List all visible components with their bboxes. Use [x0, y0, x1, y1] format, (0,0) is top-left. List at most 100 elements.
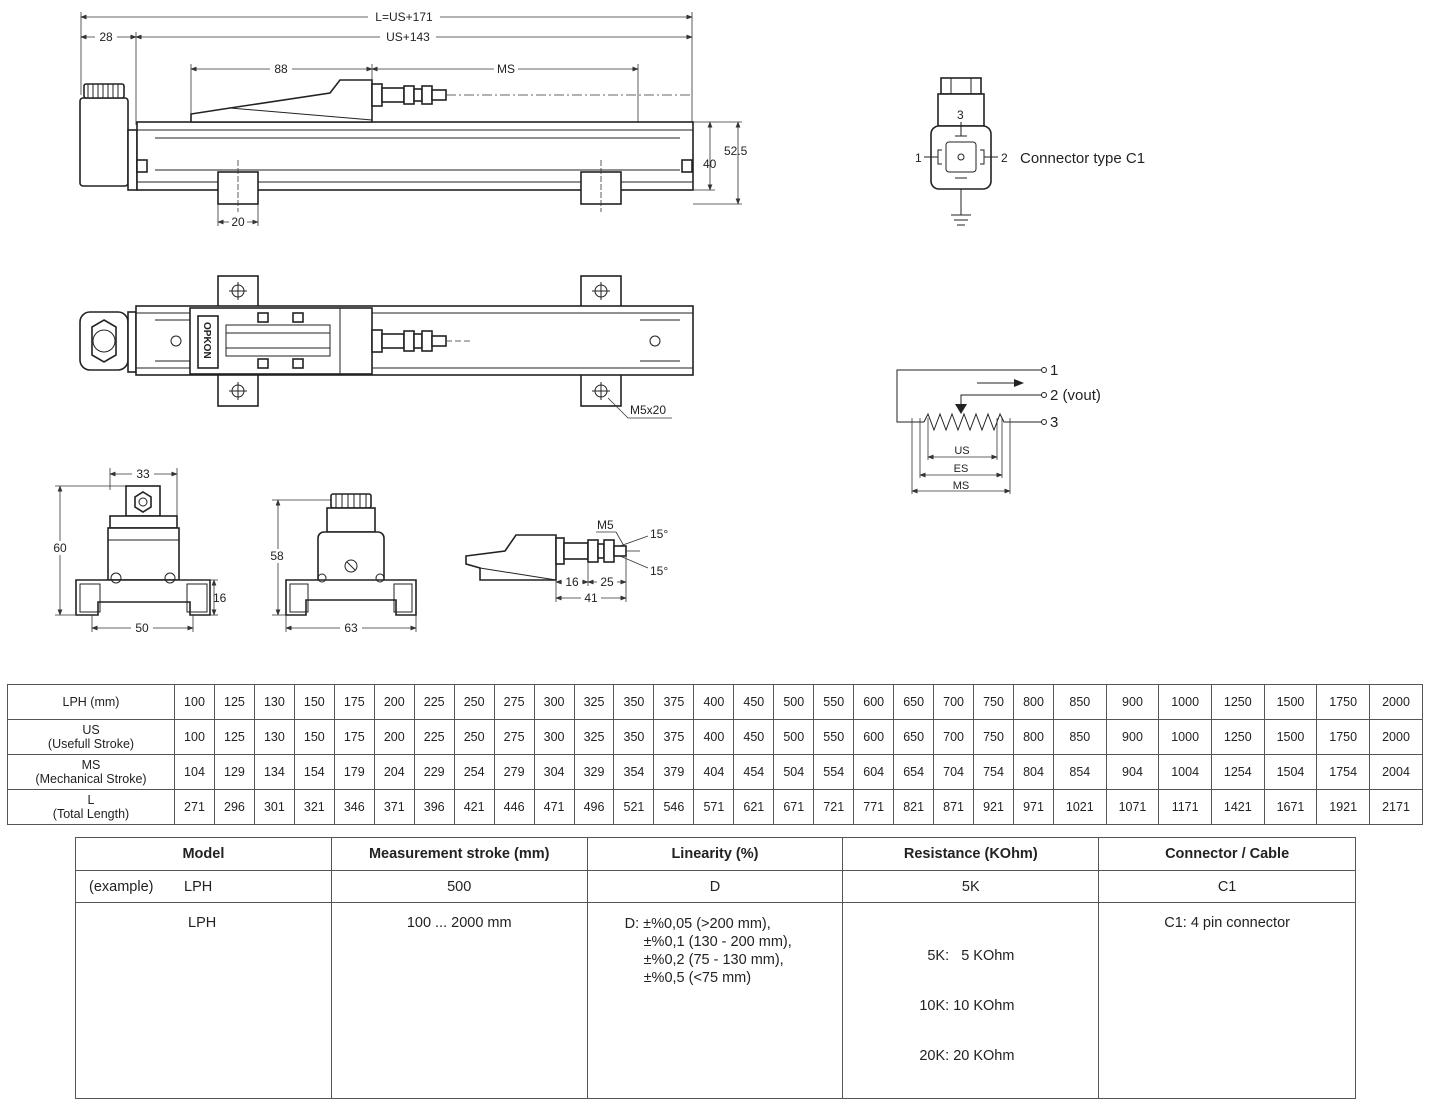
connector-pin-1: 1 [915, 151, 922, 165]
length-cell: 921 [973, 789, 1015, 825]
rod-detail: M5 15° 15° 16 25 41 [465, 518, 668, 605]
resistance-line: 5K: 5 KOhm [927, 948, 1015, 964]
length-cell: 301 [253, 789, 295, 825]
length-cell: 754 [973, 754, 1015, 790]
example-connector: C1 [1098, 870, 1356, 903]
top-view: M5x20 OPKON [79, 275, 694, 419]
rod-dim-25: 25 [600, 575, 614, 589]
length-cell: 904 [1105, 754, 1160, 790]
length-cell: 421 [453, 789, 495, 825]
length-cell: 600 [853, 719, 895, 755]
length-cell: 175 [333, 719, 375, 755]
row-header-line: US [82, 723, 100, 737]
dim-end-60: 60 [53, 541, 67, 555]
length-cell: 200 [373, 684, 415, 720]
length-cell: 654 [893, 754, 935, 790]
length-cell: 350 [613, 684, 655, 720]
length-cell: 900 [1105, 719, 1160, 755]
length-cell: 379 [653, 754, 695, 790]
length-cell: 2000 [1369, 719, 1423, 755]
resistance-line: 20K: 20 KOhm [919, 1048, 1015, 1064]
row-header-line: LPH (mm) [62, 695, 120, 709]
connector-c1: 3 1 2 Connector type C1 [915, 77, 1145, 226]
dim-height-52-5: 52.5 [724, 144, 748, 158]
length-cell: 104 [174, 754, 215, 790]
rod-dim-16: 16 [565, 575, 579, 589]
length-cell: 354 [613, 754, 655, 790]
detail-resistance: 5K: 5 KOhm 10K: 10 KOhm 20K: 20 KOhm [842, 902, 1100, 1099]
length-cell: 250 [453, 719, 495, 755]
length-cell: 1250 [1210, 719, 1265, 755]
dim-thread-m5x20: M5x20 [630, 403, 666, 417]
length-cell: 871 [933, 789, 975, 825]
length-cell: 2000 [1369, 684, 1423, 720]
length-cell: 1671 [1263, 789, 1318, 825]
connector-pin-3: 3 [957, 108, 964, 122]
header-resistance: Resistance (KOhm) [842, 837, 1100, 871]
length-cell: 1500 [1263, 684, 1318, 720]
length-cell: 1921 [1316, 789, 1370, 825]
length-cell: 225 [413, 719, 455, 755]
length-cell: 496 [573, 789, 615, 825]
row-header-line: MS [81, 758, 101, 772]
example-resistance: 5K [842, 870, 1100, 903]
length-cell: 179 [333, 754, 375, 790]
length-cell: 130 [253, 719, 295, 755]
dim-end-33: 33 [136, 467, 150, 481]
length-cell: 1000 [1158, 684, 1212, 720]
length-cell: 254 [453, 754, 495, 790]
length-cell: 204 [373, 754, 415, 790]
linearity-line: ±%0,1 (130 - 200 mm), [643, 934, 792, 950]
length-cell: 1000 [1158, 719, 1212, 755]
end-view-left: 33 60 16 50 [50, 467, 227, 635]
length-cell: 1004 [1158, 754, 1212, 790]
potentiometer-schematic: 1 2 (vout) 3 US ES MS [896, 362, 1101, 494]
length-cell: 621 [733, 789, 775, 825]
length-cell: 750 [973, 719, 1015, 755]
length-cell: 850 [1052, 719, 1107, 755]
length-cell: 1071 [1105, 789, 1160, 825]
length-cell: 521 [613, 789, 655, 825]
length-cell: 700 [933, 719, 975, 755]
length-cell: 650 [893, 719, 935, 755]
row-header: L(Total Length) [7, 789, 175, 825]
length-cell: 1500 [1263, 719, 1318, 755]
header-linearity: Linearity (%) [586, 837, 844, 871]
dim-slider-88: 88 [274, 62, 288, 76]
length-cell: 2004 [1369, 754, 1423, 790]
length-cell: 304 [533, 754, 575, 790]
length-cell: 100 [174, 719, 215, 755]
example-stroke: 500 [330, 870, 588, 903]
length-cell: 1171 [1158, 789, 1212, 825]
model-code-table: Model Measurement stroke (mm) Linearity … [75, 837, 1356, 1099]
length-cell: 396 [413, 789, 455, 825]
length-cell: 400 [693, 684, 735, 720]
detail-linearity: D: ±%0,05 (>200 mm), ±%0,1 (130 - 200 mm… [586, 902, 844, 1099]
rod-angle-top: 15° [650, 527, 668, 541]
row-header-line: L [87, 793, 95, 807]
length-cell: 296 [213, 789, 255, 825]
length-cell: 175 [333, 684, 375, 720]
length-cell: 2171 [1369, 789, 1423, 825]
length-cell: 804 [1013, 754, 1054, 790]
length-cell: 454 [733, 754, 775, 790]
length-cell: 700 [933, 684, 975, 720]
schematic-es: ES [954, 463, 969, 475]
rod-dim-41: 41 [584, 591, 598, 605]
row-header-line: (Usefull Stroke) [47, 737, 135, 751]
length-cell: 325 [573, 719, 615, 755]
length-cell: 500 [773, 719, 815, 755]
length-cell: 546 [653, 789, 695, 825]
resistance-line: 10K: 10 KOhm [919, 998, 1015, 1014]
technical-drawing: L=US+171 28 US+143 88 MS [50, 10, 1146, 635]
dim-offset-28: 28 [99, 30, 113, 44]
length-cell: 750 [973, 684, 1015, 720]
length-cell: 1504 [1263, 754, 1318, 790]
length-cell: 346 [333, 789, 375, 825]
linearity-line: ±%0,2 (75 - 130 mm), [643, 952, 784, 968]
dim-end-58: 58 [270, 549, 284, 563]
dim-useful-length: US+143 [386, 30, 430, 44]
